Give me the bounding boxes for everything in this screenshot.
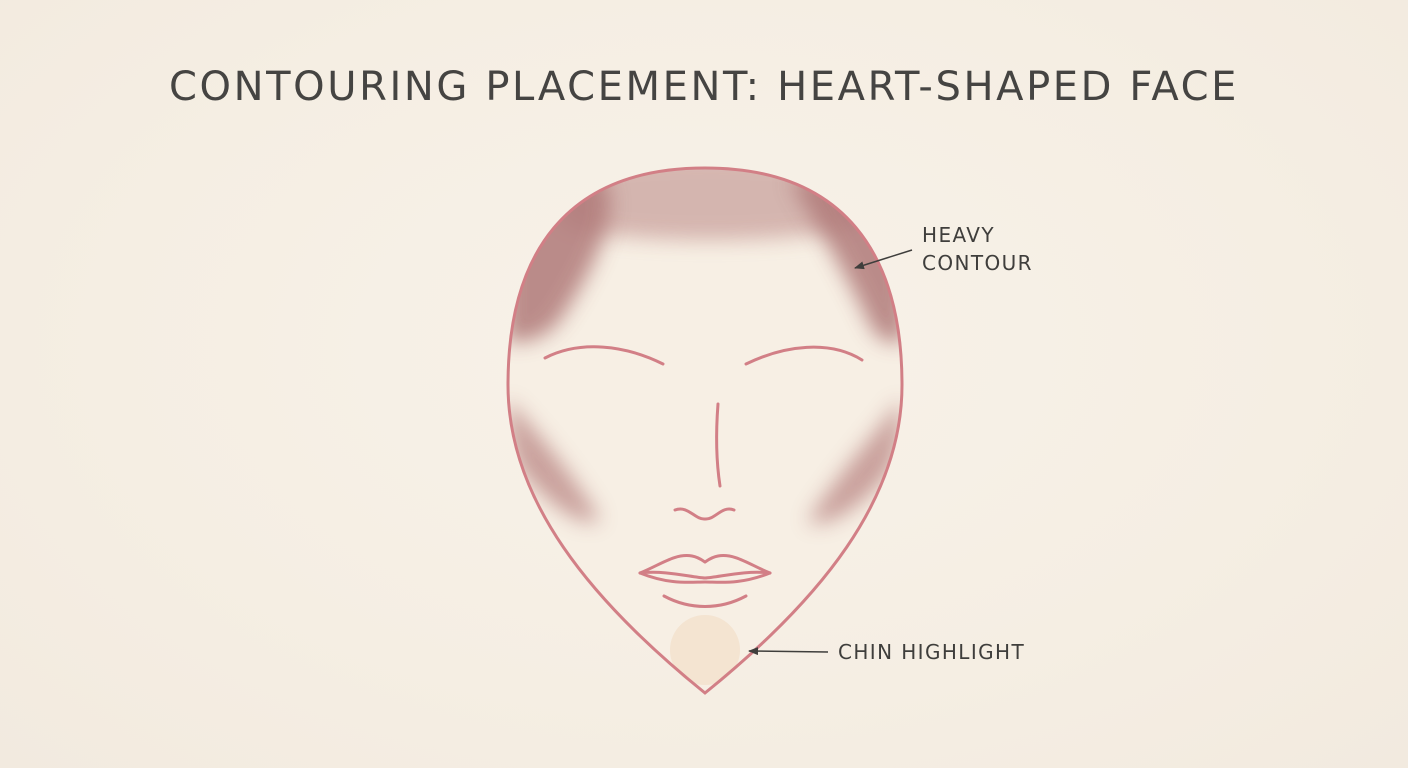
lower-lip	[638, 571, 772, 584]
page-title: CONTOURING PLACEMENT: HEART-SHAPED FACE	[168, 64, 1239, 110]
heavy-contour-label: HEAVY CONTOUR	[922, 221, 1033, 277]
chin-line	[662, 594, 748, 608]
face-fill	[508, 168, 902, 693]
right-eyebrow	[744, 345, 864, 366]
chin-highlight-label: CHIN HIGHLIGHT	[838, 640, 1026, 664]
upper-lip	[638, 554, 772, 575]
heavy-contour-label-line2: CONTOUR	[922, 251, 1033, 275]
nose-bridge	[715, 402, 722, 488]
nose-base	[673, 507, 736, 521]
left-cheek-contour	[508, 400, 600, 522]
heavy-contour-label-line1: HEAVY	[922, 223, 995, 247]
heavy-contour-arrow	[854, 249, 913, 270]
chin-highlight-arrow	[748, 647, 829, 656]
lip-line	[638, 570, 772, 580]
face-outline	[506, 166, 904, 695]
chin-highlight-circle	[670, 615, 740, 685]
right-cheek-contour	[808, 400, 902, 524]
left-eyebrow	[543, 345, 665, 366]
